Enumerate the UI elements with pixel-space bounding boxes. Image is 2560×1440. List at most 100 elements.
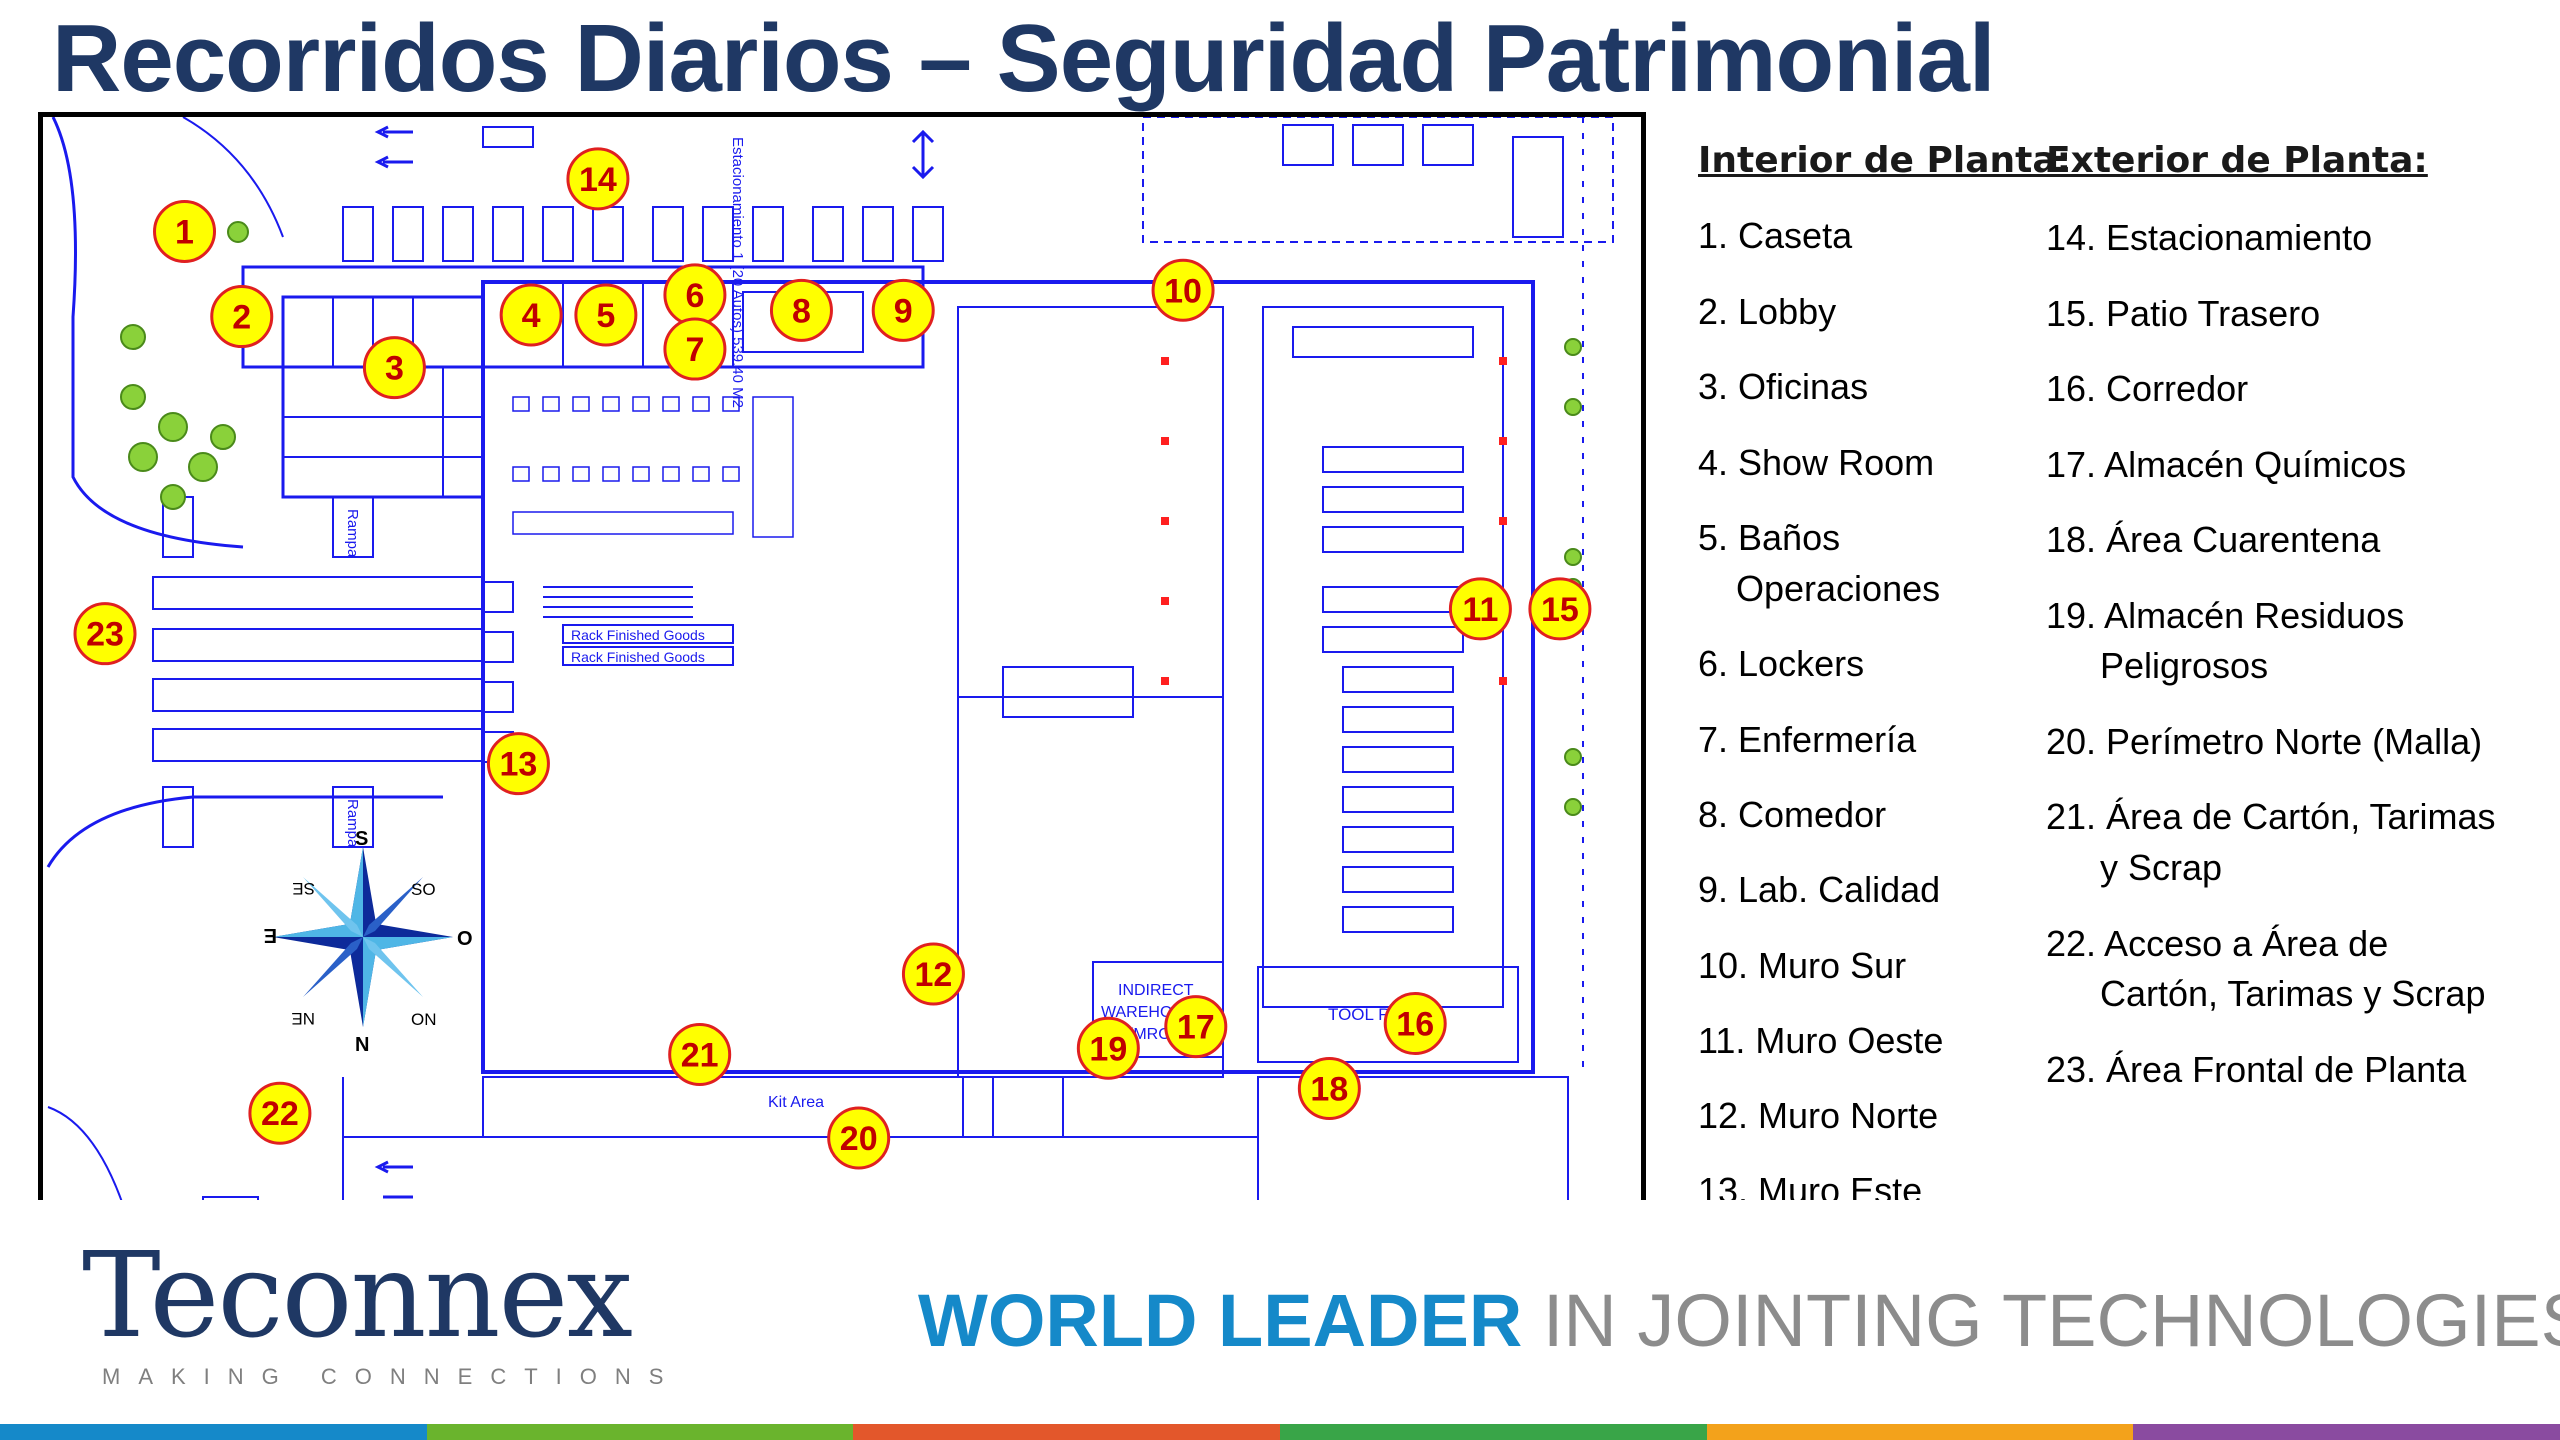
legend-item: 14. Estacionamiento <box>2046 217 2373 258</box>
location-marker-label-21: 21 <box>681 1036 719 1074</box>
legend-item: y Scrap <box>2100 847 2223 888</box>
rack-label-2: Rack Finished Goods <box>571 649 705 665</box>
location-marker-11 <box>1448 577 1512 641</box>
location-marker-label-9: 9 <box>894 292 913 330</box>
location-marker-1 <box>153 199 217 263</box>
location-marker-4 <box>499 283 563 347</box>
location-marker-16 <box>1383 992 1447 1056</box>
location-marker-label-3: 3 <box>385 350 404 388</box>
legend-item: Cartón, Tarimas y Scrap <box>2100 973 2486 1014</box>
location-marker-5 <box>574 283 638 347</box>
location-marker-label-12: 12 <box>915 956 953 994</box>
footer-band <box>0 1200 2560 1440</box>
location-marker-7 <box>663 317 727 381</box>
legend-item: 10. Muro Sur <box>1698 945 1907 986</box>
legend-item: 18. Área Cuarentena <box>2046 519 2381 560</box>
compass-o: O <box>457 928 473 950</box>
location-marker-12 <box>901 942 965 1006</box>
location-marker-label-8: 8 <box>792 292 811 330</box>
legend-item: 4. Show Room <box>1698 442 1935 483</box>
slogan-bold: WORLD LEADER <box>918 1279 1523 1362</box>
location-marker-2 <box>210 285 274 349</box>
location-marker-10 <box>1151 258 1215 322</box>
location-marker-label-15: 15 <box>1541 591 1579 629</box>
legend-item: 23. Área Frontal de Planta <box>2046 1049 2467 1090</box>
legend-item: Peligrosos <box>2100 645 2269 686</box>
legend-item: 12. Muro Norte <box>1698 1095 1939 1136</box>
interior-heading: Interior de Planta: <box>1698 140 2072 181</box>
stripe-segment <box>1280 1424 1707 1440</box>
compass-so: SO <box>411 880 436 899</box>
location-marker-label-20: 20 <box>840 1120 878 1158</box>
location-marker-3 <box>362 336 426 400</box>
location-marker-label-19: 19 <box>1089 1030 1127 1068</box>
location-marker-label-23: 23 <box>86 616 124 654</box>
location-marker-label-7: 7 <box>685 331 704 369</box>
location-marker-21 <box>668 1022 732 1086</box>
stripe-segment <box>853 1424 1281 1440</box>
compass-s: S <box>355 828 368 850</box>
location-marker-label-13: 13 <box>500 746 538 784</box>
location-marker-19 <box>1076 1016 1140 1080</box>
location-marker-8 <box>769 278 833 342</box>
compass-on: ON <box>411 1010 437 1029</box>
legend-item: 21. Área de Cartón, Tarimas <box>2046 796 2496 837</box>
legend-item: 7. Enfermería <box>1698 719 1917 760</box>
exterior-heading: Exterior de Planta: <box>2046 140 2428 181</box>
rampa-label-2: Rampa <box>344 799 361 848</box>
location-marker-label-4: 4 <box>522 297 541 335</box>
legend-item: 20. Perímetro Norte (Malla) <box>2046 721 2483 762</box>
color-stripe <box>0 1424 2560 1440</box>
location-marker-label-18: 18 <box>1310 1070 1348 1108</box>
logo-tagline: MAKING CONNECTIONS <box>102 1364 682 1389</box>
plant-floor-plan: Estacionamiento 1 (20 Autos) 539.40 M2 R… <box>38 112 1646 1242</box>
location-marker-label-14: 14 <box>579 161 617 199</box>
location-marker-label-17: 17 <box>1177 1009 1215 1047</box>
stripe-segment <box>1706 1424 2134 1440</box>
legend-item: 15. Patio Trasero <box>2046 293 2321 334</box>
compass-ne: NE <box>291 1009 315 1028</box>
stripe-segment <box>0 1424 427 1440</box>
kit-area-label: Kit Area <box>768 1094 824 1111</box>
location-marker-label-1: 1 <box>175 213 194 251</box>
compass-n: N <box>355 1034 369 1056</box>
legend-item: 16. Corredor <box>2046 368 2249 409</box>
location-marker-label-6: 6 <box>685 277 704 315</box>
location-marker-9 <box>871 278 935 342</box>
slogan: WORLD LEADER IN JOINTING TECHNOLOGIES <box>918 1278 2560 1363</box>
legend-item: 19. Almacén Residuos <box>2046 595 2405 636</box>
stripe-segment <box>2133 1424 2560 1440</box>
legend-item: 8. Comedor <box>1698 794 1887 835</box>
legend-item: 11. Muro Oeste <box>1698 1020 1944 1061</box>
mro-label: (MRO) <box>1128 1026 1176 1043</box>
location-marker-label-16: 16 <box>1396 1006 1434 1044</box>
compass-rose: S N O E SO ON SE NE <box>264 828 473 1056</box>
legend-item: 22. Acceso a Área de <box>2046 923 2389 964</box>
location-marker-22 <box>248 1081 312 1145</box>
slogan-rest: IN JOINTING TECHNOLOGIES <box>1522 1279 2560 1362</box>
location-marker-20 <box>827 1106 891 1170</box>
location-marker-label-5: 5 <box>596 297 615 335</box>
stripe-segment <box>426 1424 854 1440</box>
compass-e: E <box>264 924 277 946</box>
location-marker-label-2: 2 <box>232 299 251 337</box>
location-marker-label-22: 22 <box>261 1095 299 1133</box>
location-marker-23 <box>73 602 137 666</box>
page-title: Recorridos Diarios – Seguridad Patrimoni… <box>52 5 1996 112</box>
location-marker-17 <box>1164 995 1228 1059</box>
compass-se: SE <box>292 879 315 898</box>
legend-item: 2. Lobby <box>1698 291 1837 332</box>
location-marker-13 <box>486 732 550 796</box>
location-marker-18 <box>1297 1056 1361 1120</box>
rampa-label-1: Rampa <box>344 509 361 558</box>
location-marker-15 <box>1528 577 1592 641</box>
indirect-label: INDIRECT <box>1118 982 1194 999</box>
legend-item: 5. Baños <box>1698 517 1841 558</box>
legend-item: 1. Caseta <box>1698 215 1853 256</box>
rack-label-1: Rack Finished Goods <box>571 627 705 643</box>
legend-item: 3. Oficinas <box>1698 366 1869 407</box>
legend-item: Operaciones <box>1736 568 1941 609</box>
floor-plan-drawing: Estacionamiento 1 (20 Autos) 539.40 M2 R… <box>46 117 1614 1237</box>
legend-item: 9. Lab. Calidad <box>1698 869 1941 910</box>
location-marker-label-11: 11 <box>1462 591 1498 629</box>
